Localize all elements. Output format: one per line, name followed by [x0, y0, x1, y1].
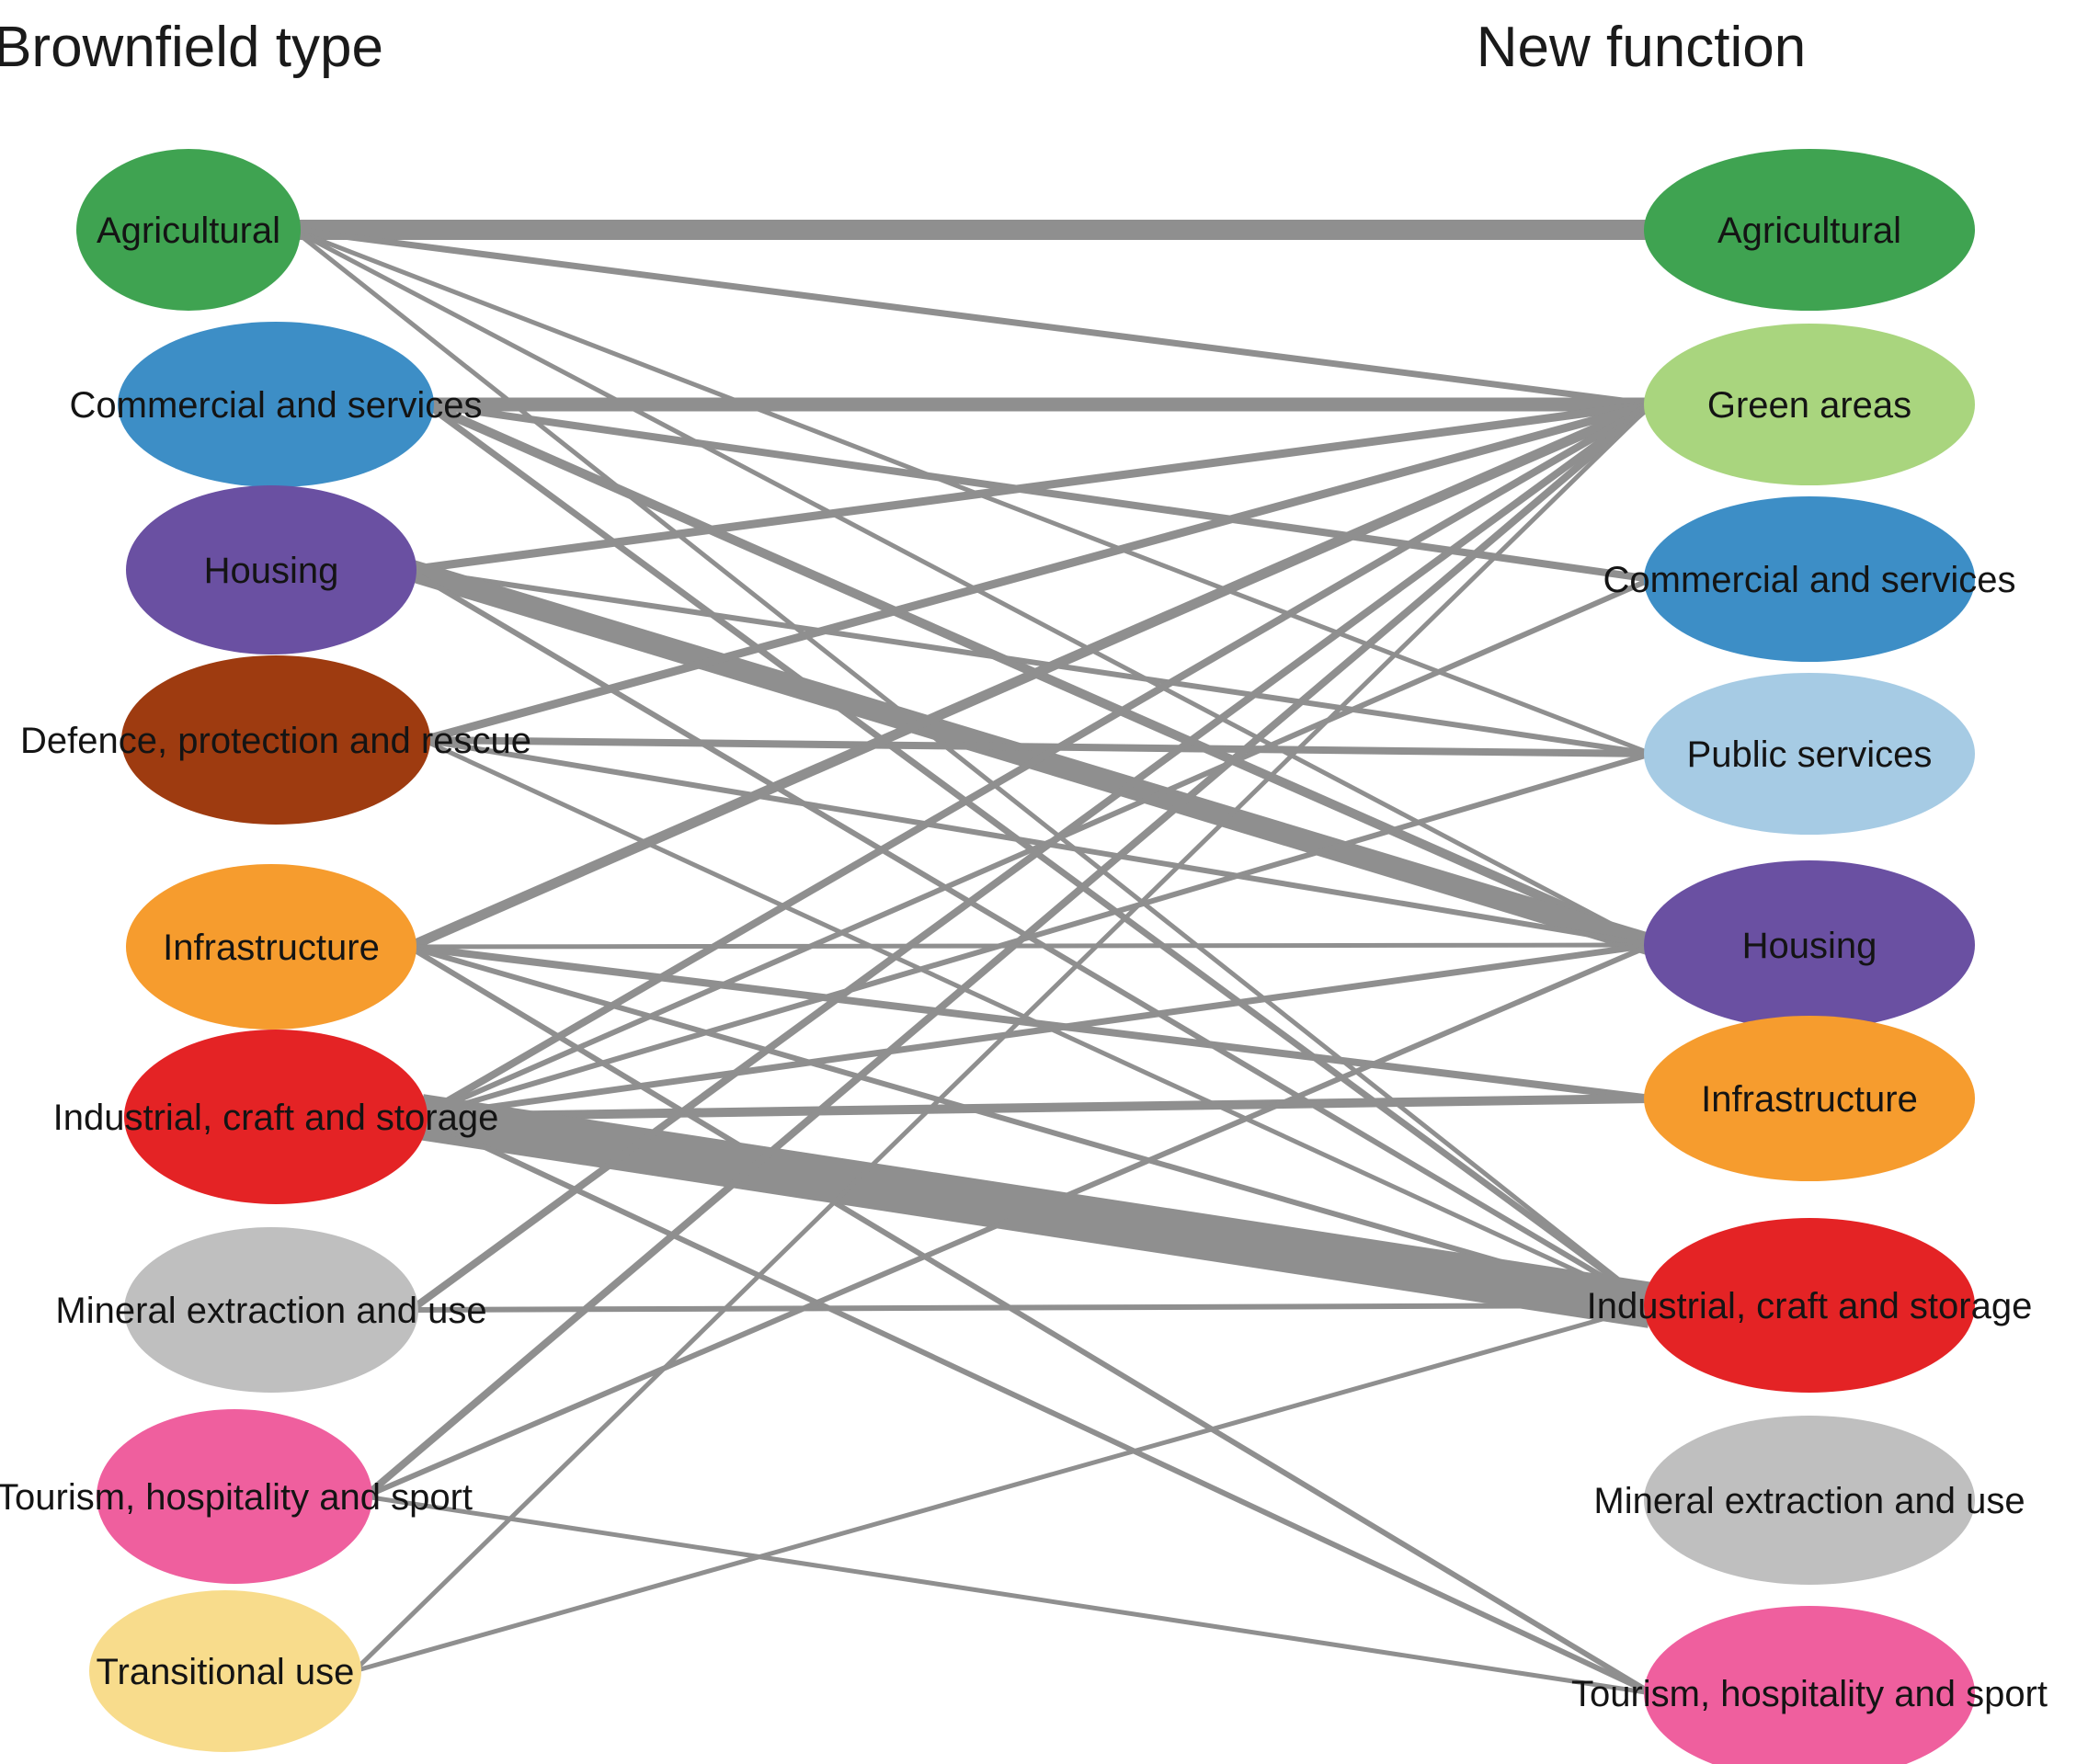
- node-label-agricultural-right: Agricultural: [1717, 211, 1901, 251]
- node-ellipse-green_areas-right: [1644, 324, 1975, 485]
- edge-defence-to-public_services: [422, 736, 1652, 757]
- node-label-public_services-right: Public services: [1687, 734, 1933, 775]
- left-column-title: Brownfield type: [0, 16, 383, 79]
- node-label-industrial-right: Industrial, craft and storage: [1587, 1286, 2033, 1326]
- node-label-industrial-left: Industrial, craft and storage: [53, 1098, 499, 1138]
- node-label-housing-left: Housing: [204, 551, 339, 591]
- edge-transitional-to-industrial: [353, 1303, 1652, 1674]
- node-label-defence-left: Defence, protection and rescue: [20, 721, 531, 761]
- edge-industrial-to-public_services: [419, 751, 1652, 1120]
- nodes-layer: [76, 149, 1975, 1764]
- node-ellipse-commercial_services-right: [1644, 496, 1975, 662]
- node-label-infrastructure-left: Infrastructure: [163, 928, 380, 968]
- node-label-green_areas-right: Green areas: [1707, 385, 1911, 426]
- edge-industrial-to-housing: [419, 941, 1652, 1121]
- node-ellipse-tourism-left: [97, 1409, 372, 1584]
- right-column-title: New function: [1477, 16, 1806, 79]
- node-label-commercial_services-left: Commercial and services: [69, 385, 482, 426]
- node-ellipse-industrial-right: [1644, 1218, 1975, 1393]
- edge-mineral-to-green_areas: [408, 401, 1654, 1314]
- node-ellipse-mineral-right: [1644, 1416, 1975, 1585]
- edge-transitional-to-green_areas: [352, 403, 1653, 1673]
- edge-industrial-to-green_areas: [417, 401, 1654, 1121]
- edge-tourism-to-green_areas: [362, 401, 1654, 1500]
- node-label-housing-right: Housing: [1742, 926, 1877, 966]
- node-ellipse-infrastructure-right: [1644, 1016, 1975, 1181]
- node-label-tourism-right: Tourism, hospitality and sport: [1571, 1674, 2048, 1714]
- edge-tourism-to-housing: [363, 942, 1653, 1499]
- node-ellipse-housing-left: [126, 485, 416, 654]
- edge-industrial-to-tourism: [418, 1114, 1653, 1696]
- node-ellipse-public_services-right: [1644, 673, 1975, 835]
- edge-housing-to-housing: [405, 559, 1655, 956]
- node-label-infrastructure-right: Infrastructure: [1701, 1079, 1918, 1120]
- node-label-commercial_services-right: Commercial and services: [1603, 560, 2015, 600]
- edge-housing-to-green_areas: [408, 400, 1652, 575]
- node-ellipse-transitional-left: [89, 1590, 361, 1752]
- node-label-tourism-left: Tourism, hospitality and sport: [0, 1477, 473, 1518]
- edge-housing-to-public_services: [408, 567, 1652, 757]
- edges-layer: [291, 220, 1655, 1696]
- edge-infrastructure-to-housing: [408, 942, 1652, 950]
- edge-mineral-to-industrial: [410, 1303, 1652, 1313]
- node-label-transitional-left: Transitional use: [97, 1652, 355, 1692]
- node-ellipse-mineral-left: [124, 1227, 418, 1393]
- node-label-agricultural-left: Agricultural: [97, 211, 280, 251]
- node-ellipse-infrastructure-left: [126, 864, 416, 1030]
- node-ellipse-tourism-right: [1644, 1606, 1975, 1764]
- edge-infrastructure-to-infrastructure: [408, 943, 1652, 1102]
- edge-industrial-to-commercial_services: [418, 576, 1653, 1120]
- edge-infrastructure-to-green_areas: [406, 399, 1654, 952]
- edge-defence-to-housing: [422, 737, 1652, 948]
- edge-tourism-to-tourism: [364, 1494, 1652, 1696]
- node-ellipse-housing-right: [1644, 860, 1975, 1030]
- node-ellipse-commercial_services-left: [118, 322, 434, 487]
- node-label-mineral-right: Mineral extraction and use: [1593, 1481, 2025, 1521]
- edge-industrial-to-infrastructure: [419, 1094, 1652, 1121]
- node-ellipse-agricultural-right: [1644, 149, 1975, 311]
- node-label-mineral-left: Mineral extraction and use: [55, 1291, 486, 1331]
- node-ellipse-agricultural-left: [76, 149, 301, 311]
- edge-agricultural-to-green_areas: [292, 226, 1652, 408]
- edge-infrastructure-to-tourism: [407, 944, 1653, 1696]
- node-ellipse-industrial-left: [124, 1030, 428, 1204]
- edge-defence-to-green_areas: [421, 400, 1653, 745]
- node-ellipse-defence-left: [121, 655, 430, 825]
